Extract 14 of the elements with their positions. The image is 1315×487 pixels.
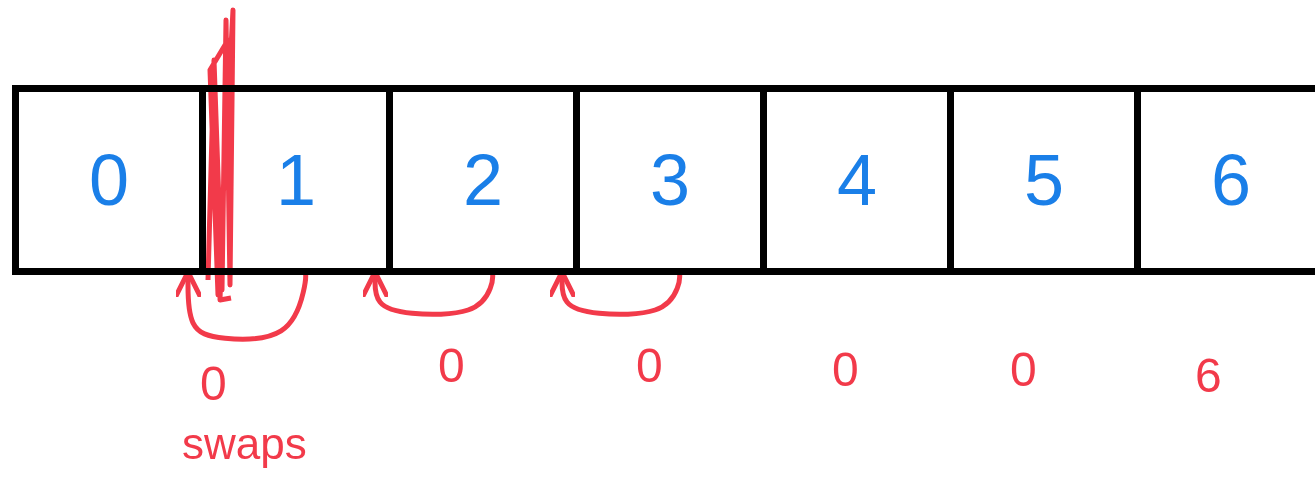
note-text: swaps (182, 422, 307, 466)
count-value: 0 (832, 346, 859, 394)
count-value: 0 (438, 342, 465, 390)
index-number: 5 (1023, 144, 1064, 216)
index-number: 0 (88, 144, 129, 216)
index-number: 4 (836, 144, 877, 216)
count-value: 0 (200, 360, 227, 408)
count-value: 6 (1195, 352, 1222, 400)
index-number: 1 (275, 144, 316, 216)
index-number: 2 (462, 144, 503, 216)
count-value: 0 (1010, 346, 1037, 394)
index-number: 3 (649, 144, 690, 216)
count-value: 0 (636, 342, 663, 390)
index-number: 6 (1210, 144, 1251, 216)
